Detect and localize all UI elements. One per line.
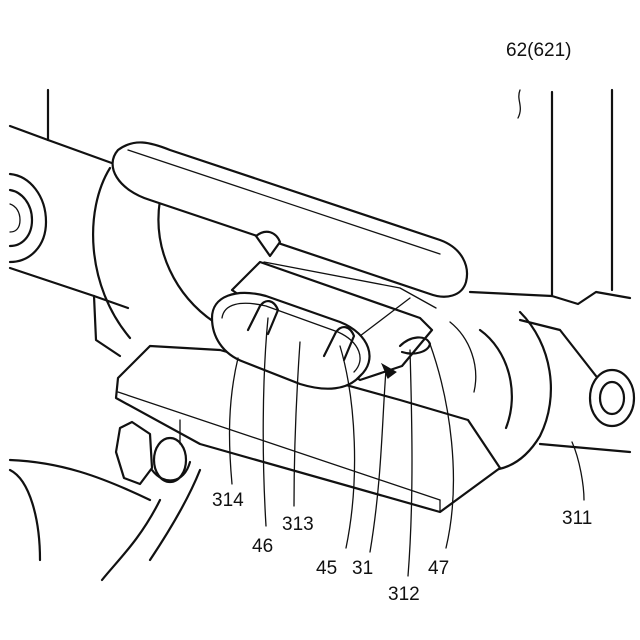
label-45: 45 <box>316 558 337 579</box>
label-31: 31 <box>352 558 373 579</box>
lower-left-detail <box>10 422 200 580</box>
right-boss <box>590 370 634 426</box>
left-boss <box>10 174 46 262</box>
label-312: 312 <box>388 584 420 605</box>
label-314: 314 <box>212 490 244 511</box>
label-311: 311 <box>562 508 592 529</box>
label-47: 47 <box>428 558 449 579</box>
label-313: 313 <box>282 514 314 535</box>
label-46: 46 <box>252 536 273 557</box>
label-62-621: 62(621) <box>506 40 572 61</box>
